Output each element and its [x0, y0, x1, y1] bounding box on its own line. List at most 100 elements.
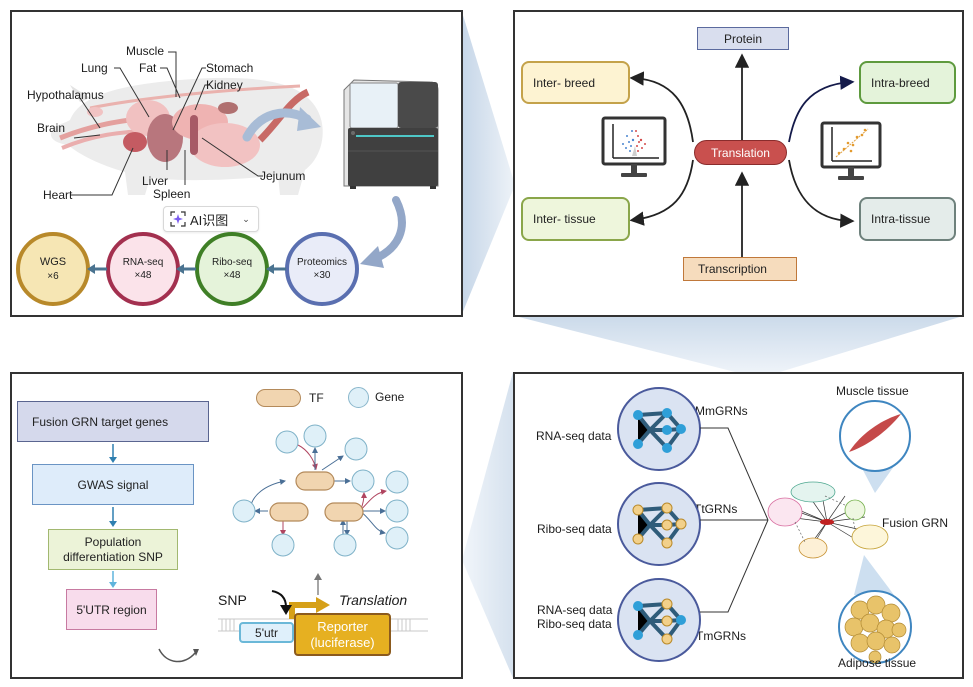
grn-network-circles	[617, 387, 701, 662]
inter-tissue-box: Inter- tissue	[521, 197, 630, 241]
grn-network	[232, 424, 409, 557]
volcano-points-blue	[622, 130, 635, 152]
intra-breed-label: Intra-breed	[871, 75, 930, 90]
omics-name: WGS	[39, 255, 67, 268]
adipose-tissue-illustration	[838, 555, 912, 664]
kidney	[218, 102, 238, 114]
reporter-luciferase-box: Reporter (luciferase)	[294, 613, 391, 656]
step-population-differentiation-snp: Population differentiation SNP	[48, 529, 178, 570]
tmgrns-label: TmGRNs	[696, 629, 746, 643]
label-kidney: Kidney	[206, 78, 243, 92]
scatter-points	[837, 128, 867, 155]
arrow-to-omics-icon	[360, 196, 406, 268]
5utr-label: 5'utr	[255, 625, 278, 640]
protein-box: Protein	[697, 27, 789, 50]
wedge-d-to-c	[462, 372, 513, 678]
label-liver: Liver	[142, 174, 169, 188]
reporter-label: Reporter	[317, 618, 368, 634]
gene-node	[333, 533, 357, 557]
intra-tissue-box: Intra-tissue	[859, 197, 956, 241]
omics-name: Proteomics	[296, 256, 347, 268]
grn-merge-lines	[700, 427, 769, 613]
luciferase-label: (luciferase)	[310, 634, 375, 650]
tf-node	[324, 502, 364, 522]
label-heart: Heart	[43, 188, 73, 202]
gene-node	[275, 430, 299, 454]
orange-module	[798, 537, 828, 559]
legend-tf-swatch	[256, 389, 301, 407]
tf-node	[295, 471, 335, 491]
omics-count: ×48	[134, 270, 152, 281]
ai-button-label: AI识图	[190, 212, 229, 228]
chevron-down-icon: ⌄	[242, 213, 250, 224]
translation-arrows	[629, 53, 855, 265]
step-label: 5'UTR region	[76, 602, 147, 617]
label-muscle: Muscle	[126, 44, 165, 58]
volcano-points-red	[635, 130, 646, 152]
label-fat: Fat	[139, 61, 157, 75]
yellow-module	[851, 524, 889, 550]
omics-name: Ribo-seq	[211, 256, 253, 268]
arrow-to-sequencer-icon	[242, 107, 321, 142]
omics-count: ×6	[47, 270, 59, 282]
transcription-box: Transcription	[683, 257, 797, 281]
gene-node	[385, 526, 409, 550]
gene-node	[385, 499, 409, 523]
step-fusion-grn-target-genes: Fusion GRN target genes	[17, 401, 209, 442]
step-gwas-signal: GWAS signal	[32, 464, 194, 505]
muscle-tissue-illustration	[839, 400, 911, 493]
intra-breed-box: Intra-breed	[859, 61, 956, 104]
omics-wgs: WGS ×6	[16, 232, 90, 306]
translation-italic-label: Translation	[339, 592, 408, 608]
organ-leader-lines	[70, 51, 263, 196]
label-hypothalamus: Hypothalamus	[27, 88, 104, 102]
protein-label: Protein	[723, 31, 763, 46]
step-label: Population differentiation SNP	[63, 534, 163, 564]
snp-label: SNP	[218, 592, 247, 608]
step-arrows	[109, 444, 117, 588]
teal-module	[790, 481, 836, 503]
label-brain: Brain	[37, 121, 66, 135]
input-combined-label-1: RNA-seq data	[537, 603, 613, 617]
fusion-grn-label: Fusion GRN	[882, 516, 949, 530]
spleen	[190, 115, 198, 155]
legend-tf-label: TF	[309, 391, 324, 405]
legend-gene-label: Gene	[375, 390, 405, 404]
snp-arrow	[271, 590, 287, 608]
gene-node	[232, 499, 256, 523]
adipose-tissue-label: Adipose tissue	[838, 656, 917, 670]
wedge-b-to-d	[515, 316, 963, 372]
fusion-grn-cluster	[767, 481, 889, 559]
muscle-tissue-label: Muscle tissue	[836, 384, 909, 398]
inter-breed-box: Inter- breed	[521, 61, 630, 104]
gene-node	[344, 437, 368, 461]
translation-label: Translation	[711, 145, 770, 160]
5utr-box: 5'utr	[239, 622, 294, 643]
gene-node	[385, 470, 409, 494]
gene-node	[271, 533, 295, 557]
sequencer-machine-icon	[343, 79, 439, 189]
spine-vessel	[89, 84, 301, 110]
step-label: Fusion GRN target genes	[32, 414, 169, 429]
sparkle-scan-icon	[170, 211, 186, 227]
tf-node	[269, 502, 309, 522]
label-spleen: Spleen	[153, 187, 191, 201]
muscle-fiber	[849, 414, 901, 452]
transcription-label: Transcription	[698, 262, 767, 276]
hub-node	[820, 519, 834, 525]
omics-count: ×48	[223, 270, 241, 281]
translation-pill: Translation	[694, 140, 787, 165]
label-lung: Lung	[81, 61, 108, 75]
legend-gene-swatch	[348, 387, 369, 408]
input-rna-seq-label: RNA-seq data	[536, 429, 612, 443]
pink-module	[767, 497, 803, 527]
inter-tissue-label: Inter- tissue	[533, 212, 596, 226]
mmgrns-label: MmGRNs	[695, 404, 748, 418]
ai-image-recognition-button[interactable]: AI识图 ⌄	[163, 206, 259, 232]
curved-arrow-icon	[158, 648, 199, 663]
step-5utr-region: 5'UTR region	[66, 589, 157, 630]
intestine	[190, 123, 260, 167]
scatter-plot-monitor-icon	[820, 121, 882, 180]
wedge-a-to-b	[462, 12, 515, 314]
